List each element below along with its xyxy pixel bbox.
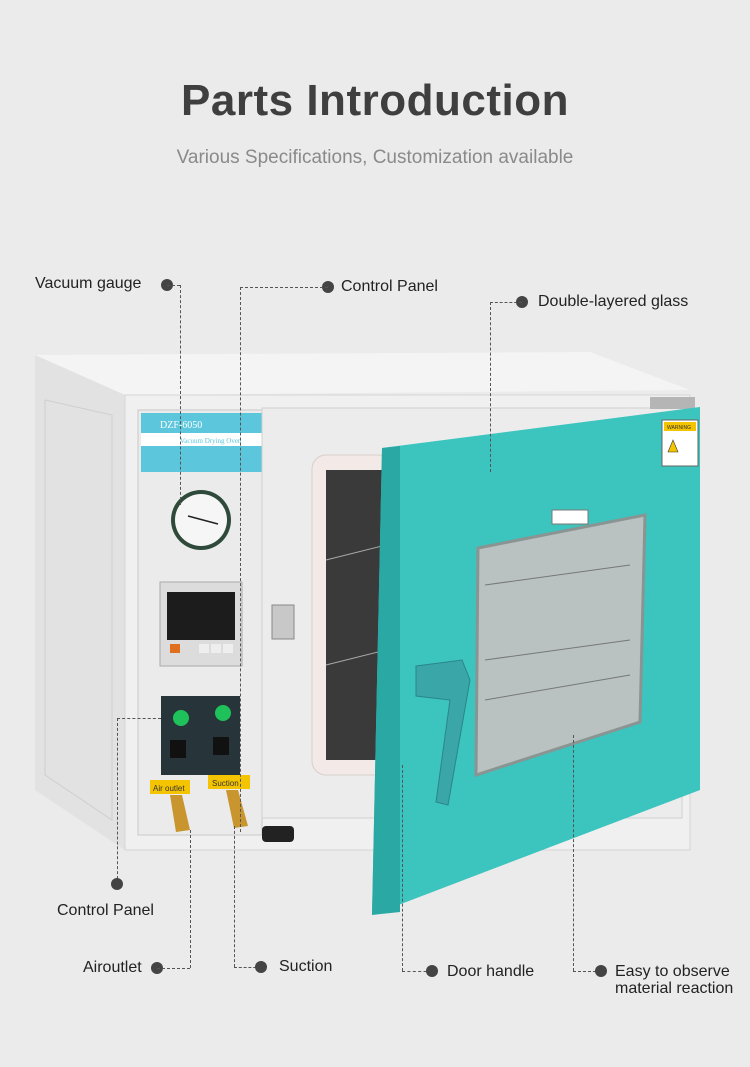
latch <box>271 604 295 640</box>
callout-dot <box>426 965 438 977</box>
callout-suction: Suction <box>279 958 333 975</box>
callout-dot <box>516 296 528 308</box>
chamber <box>326 470 386 760</box>
leader-line <box>117 718 118 884</box>
door-handle <box>415 659 471 806</box>
leader-line <box>157 968 190 969</box>
suction-valve <box>208 775 250 789</box>
warning-text: WARNING <box>667 425 691 431</box>
callout-control-panel-top: Control Panel <box>341 278 438 295</box>
oven-side <box>35 355 125 850</box>
callout-dot <box>322 281 334 293</box>
leader-line <box>402 971 432 972</box>
callout-observe-line2: material reaction <box>615 980 734 997</box>
leader-line <box>167 285 180 286</box>
leader-line <box>190 830 191 968</box>
page-subtitle: Various Specifications, Customization av… <box>176 147 574 168</box>
model-band <box>141 413 262 433</box>
leader-line <box>117 718 161 719</box>
callout-dot <box>111 878 123 890</box>
callout-airoutlet: Airoutlet <box>83 959 142 976</box>
leader-line <box>234 967 261 968</box>
callout-dot <box>255 961 267 973</box>
callout-control-panel-bottom: Control Panel <box>57 902 154 919</box>
leader-line <box>180 285 181 505</box>
air-outlet-tag: Air outlet <box>153 784 185 793</box>
air-outlet-valve <box>150 780 190 794</box>
oven-top <box>35 352 690 395</box>
callout-observe-line1: Easy to observe <box>615 963 730 980</box>
leader-line <box>490 302 491 472</box>
leader-line <box>573 735 574 971</box>
callout-dot <box>595 965 607 977</box>
leader-line <box>240 287 328 288</box>
side-panel <box>44 399 113 821</box>
callout-double-layered-glass: Double-layered glass <box>538 293 689 310</box>
leader-line <box>240 287 241 832</box>
leader-line <box>234 826 235 967</box>
leader-line <box>490 302 522 303</box>
suction-tag: Suction <box>212 779 239 788</box>
oven-name-text: Vacuum Drying Oven <box>180 437 242 445</box>
page-title: Parts Introduction <box>181 76 569 125</box>
callout-door-handle: Door handle <box>447 963 535 980</box>
leader-line <box>402 765 403 971</box>
callout-vacuum-gauge: Vacuum gauge <box>35 275 142 292</box>
model-text: DZF-6050 <box>160 420 202 431</box>
leader-line <box>573 971 601 972</box>
